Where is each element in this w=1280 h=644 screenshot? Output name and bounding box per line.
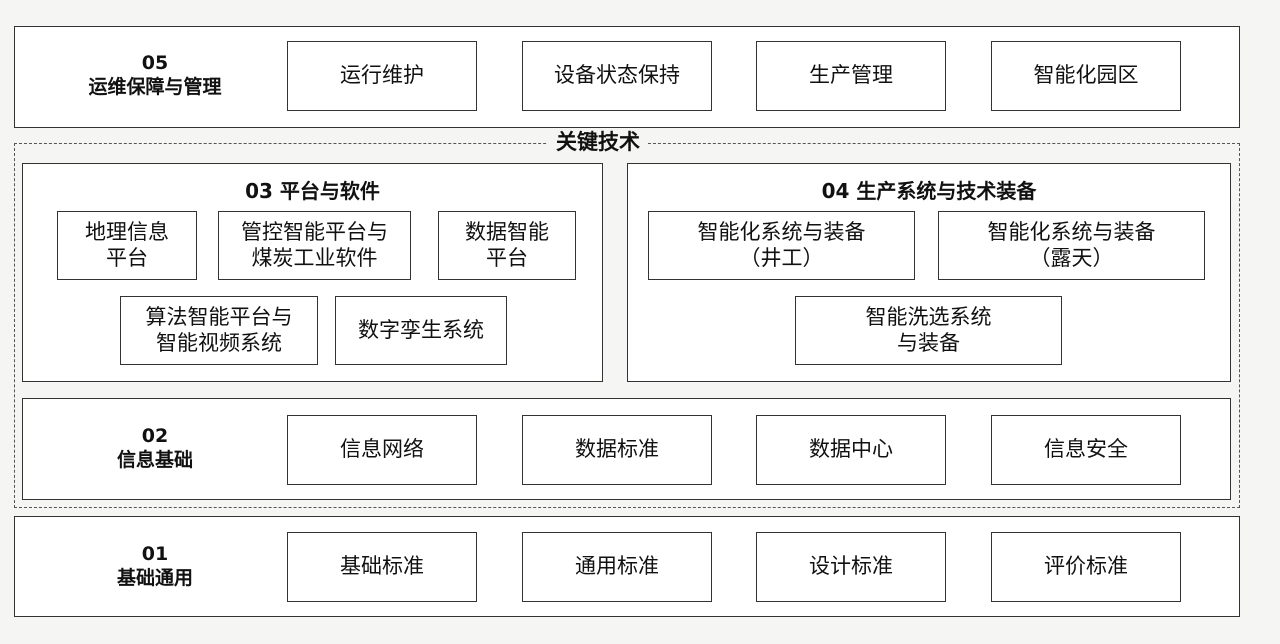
box-algorithm-platform: 算法智能平台与 智能视频系统: [120, 296, 318, 365]
box-operation-maintenance: 运行维护: [287, 41, 477, 111]
layer-04-title: 04 生产系统与技术装备: [821, 179, 1037, 203]
box-data-center: 数据中心: [756, 415, 946, 485]
layer-01-number: 01: [141, 543, 169, 566]
key-tech-label: 关键技术: [548, 132, 648, 153]
box-basic-standard: 基础标准: [287, 532, 477, 602]
box-production-management: 生产管理: [756, 41, 946, 111]
layer-01-title: 01 基础通用: [40, 531, 270, 603]
box-open-pit-system: 智能化系统与装备 （露天）: [938, 211, 1205, 280]
layer-05-number: 05: [141, 52, 169, 75]
layer-02-name: 信息基础: [116, 449, 193, 471]
box-general-standard: 通用标准: [522, 532, 712, 602]
box-gis-platform: 地理信息 平台: [57, 211, 197, 280]
box-smart-park: 智能化园区: [991, 41, 1181, 111]
box-washing-system: 智能洗选系统 与装备: [795, 296, 1062, 365]
layer-05-title: 05 运维保障与管理: [40, 40, 270, 112]
box-equipment-state: 设备状态保持: [522, 41, 712, 111]
layer-01-name: 基础通用: [116, 567, 193, 589]
box-data-standard: 数据标准: [522, 415, 712, 485]
layer-03-title: 03 平台与软件: [245, 179, 380, 203]
box-info-security: 信息安全: [991, 415, 1181, 485]
box-underground-system: 智能化系统与装备 （井工）: [648, 211, 915, 280]
box-info-network: 信息网络: [287, 415, 477, 485]
layer-05-name: 运维保障与管理: [88, 76, 222, 98]
box-digital-twin: 数字孪生系统: [335, 296, 507, 365]
layer-02-title: 02 信息基础: [40, 413, 270, 485]
box-control-platform: 管控智能平台与 煤炭工业软件: [218, 211, 411, 280]
box-data-intelligence: 数据智能 平台: [438, 211, 576, 280]
layer-02-number: 02: [141, 425, 169, 448]
box-evaluation-standard: 评价标准: [991, 532, 1181, 602]
box-design-standard: 设计标准: [756, 532, 946, 602]
